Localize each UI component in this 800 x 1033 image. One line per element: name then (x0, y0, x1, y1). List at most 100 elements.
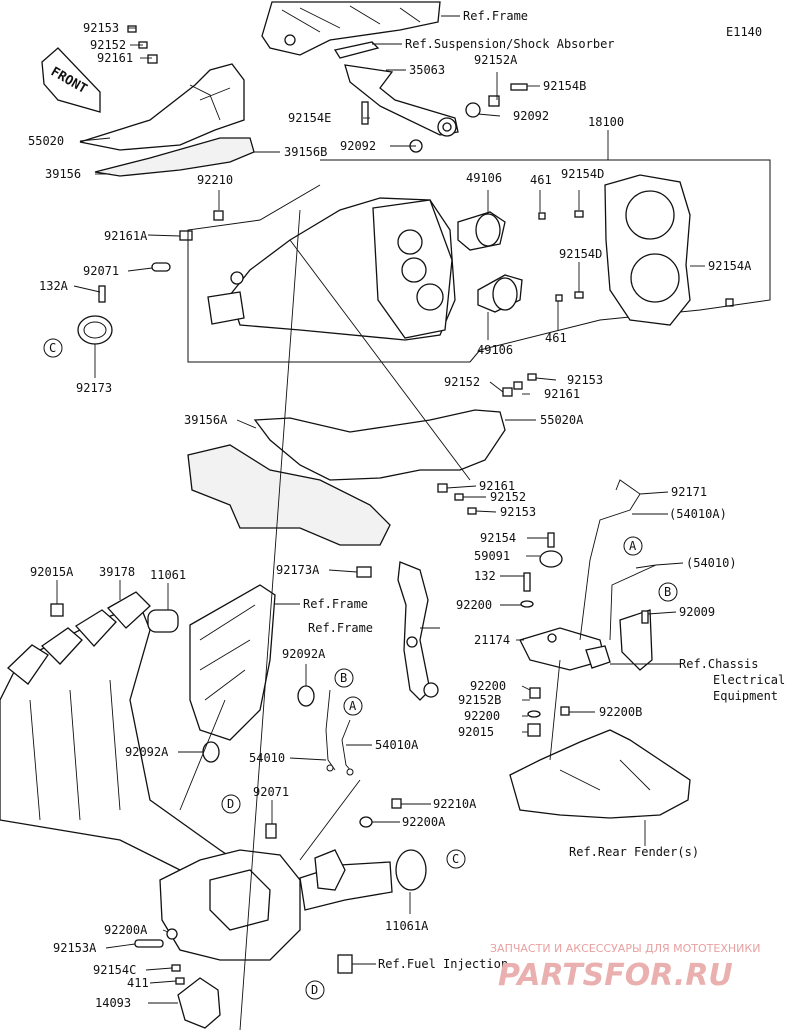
label-92153-low: 92153 (500, 505, 536, 519)
heat-insulator-39156A-part (187, 444, 391, 546)
label-92171: 92171 (671, 485, 707, 499)
label-92154E: 92154E (288, 111, 331, 125)
label-92210A: 92210A (433, 797, 477, 811)
shock-mount-part (333, 41, 380, 59)
diagram-id: E1140 (726, 25, 762, 39)
svg-text:D: D (311, 983, 318, 997)
label-92173A: 92173A (276, 563, 320, 577)
label-132A: 132A (39, 279, 69, 293)
label-92153-mid: 92153 (567, 373, 603, 387)
label-92071-low: 92071 (253, 785, 289, 799)
actuator-21174-part (519, 627, 611, 671)
rear-fender-part (509, 729, 691, 819)
label-ref-frame-mid1: Ref.Frame (303, 597, 368, 611)
label-92200-r2: 92200 (470, 679, 506, 693)
watermark-brand: PARTSFOR.RU (498, 958, 733, 993)
label-54010A: 54010A (375, 738, 419, 752)
exhaust-clamp-92173 (77, 315, 113, 345)
callout-c-top: C (43, 338, 63, 358)
label-92015: 92015 (458, 725, 494, 739)
label-49106-top: 49106 (466, 171, 502, 185)
callout-a-top: A (623, 536, 643, 556)
leader-lines (56, 15, 705, 1031)
label-92152-tl: 92152 (90, 38, 126, 52)
label-92092A-top: 92092A (282, 647, 326, 661)
gasket-11061-part (147, 609, 179, 633)
front-arrow: FRONT (41, 47, 101, 113)
label-92210: 92210 (197, 173, 233, 187)
callout-a-low: A (343, 696, 363, 716)
label-92200-r3: 92200 (464, 709, 500, 723)
heat-guard-55020-part (79, 63, 245, 151)
label-92152-mid: 92152 (444, 375, 480, 389)
label-92152-low: 92152 (490, 490, 526, 504)
nut-92015A-part (50, 603, 64, 617)
label-92009: 92009 (679, 605, 715, 619)
bracket-92173A-part (356, 561, 439, 701)
label-ref-chassis1: Ref.Chassis (679, 657, 758, 671)
svg-text:C: C (49, 341, 56, 355)
ref-frame-bracket-part (189, 584, 276, 741)
label-55020A: 55020A (540, 413, 584, 427)
label-92161-mid: 92161 (544, 387, 580, 401)
label-92092-b: 92092 (340, 139, 376, 153)
svg-text:A: A (349, 699, 357, 713)
cable-ends-right (579, 479, 657, 641)
watermark: ЗАПЧАСТИ И АКСЕССУАРЫ ДЛЯ МОТОТЕХНИКИ PA… (490, 942, 760, 993)
label-132: 132 (474, 569, 496, 583)
label-92154D-mid: 92154D (559, 247, 602, 261)
heat-guard-55020A-part (253, 409, 506, 481)
label-18100: 18100 (588, 115, 624, 129)
label-ref-frame-top: Ref.Frame (463, 9, 528, 23)
label-11061A: 11061A (385, 919, 429, 933)
suspension-arm-part (344, 64, 459, 137)
header-flanges (7, 591, 151, 685)
label-59091: 59091 (474, 549, 510, 563)
svg-text:B: B (664, 585, 671, 599)
cables-54010 (325, 689, 354, 776)
label-54010A-paren: (54010A) (669, 507, 727, 521)
pulley-59091-part (539, 550, 563, 568)
header-pipes-39178-part (0, 591, 251, 891)
label-92153A: 92153A (53, 941, 97, 955)
label-39156A: 39156A (184, 413, 228, 427)
label-92152B: 92152B (458, 693, 501, 707)
muffler-18100-part (207, 197, 456, 341)
ref-frame-top-part (261, 1, 441, 56)
label-461-bot: 461 (545, 331, 567, 345)
svg-text:D: D (227, 797, 234, 811)
label-54010: 54010 (249, 751, 285, 765)
label-92153-tl: 92153 (83, 21, 119, 35)
fuel-injection-part (337, 954, 353, 974)
label-92154C: 92154C (93, 963, 136, 977)
label-92092-a: 92092 (513, 109, 549, 123)
label-11061: 11061 (150, 568, 186, 582)
end-cap-49106-bot (477, 274, 523, 313)
watermark-tagline: ЗАПЧАСТИ И АКСЕССУАРЫ ДЛЯ МОТОТЕХНИКИ (490, 942, 760, 955)
label-92154D-top: 92154D (561, 167, 604, 181)
callout-b-low: B (334, 668, 354, 688)
label-55020: 55020 (28, 134, 64, 148)
label-49106-bot: 49106 (477, 343, 513, 357)
label-461-top: 461 (530, 173, 552, 187)
label-92015A: 92015A (30, 565, 74, 579)
valve-actuator-part (314, 849, 346, 891)
svg-text:B: B (340, 671, 347, 685)
label-92154: 92154 (480, 531, 516, 545)
label-92154B: 92154B (543, 79, 586, 93)
label-92071-top: 92071 (83, 264, 119, 278)
label-92200A-l: 92200A (104, 923, 148, 937)
label-92161-tl: 92161 (97, 51, 133, 65)
label-92173: 92173 (76, 381, 112, 395)
label-39156: 39156 (45, 167, 81, 181)
label-14093: 14093 (95, 996, 131, 1010)
label-92161-low: 92161 (479, 479, 515, 493)
label-92200-r1: 92200 (456, 598, 492, 612)
label-92200B: 92200B (599, 705, 642, 719)
callout-d-low: D (305, 980, 325, 1000)
callout-b-top: B (658, 582, 678, 602)
label-92200A-r: 92200A (402, 815, 446, 829)
callout-d-mid: D (221, 794, 241, 814)
pre-chamber-part (159, 849, 301, 961)
label-92154A: 92154A (708, 259, 752, 273)
